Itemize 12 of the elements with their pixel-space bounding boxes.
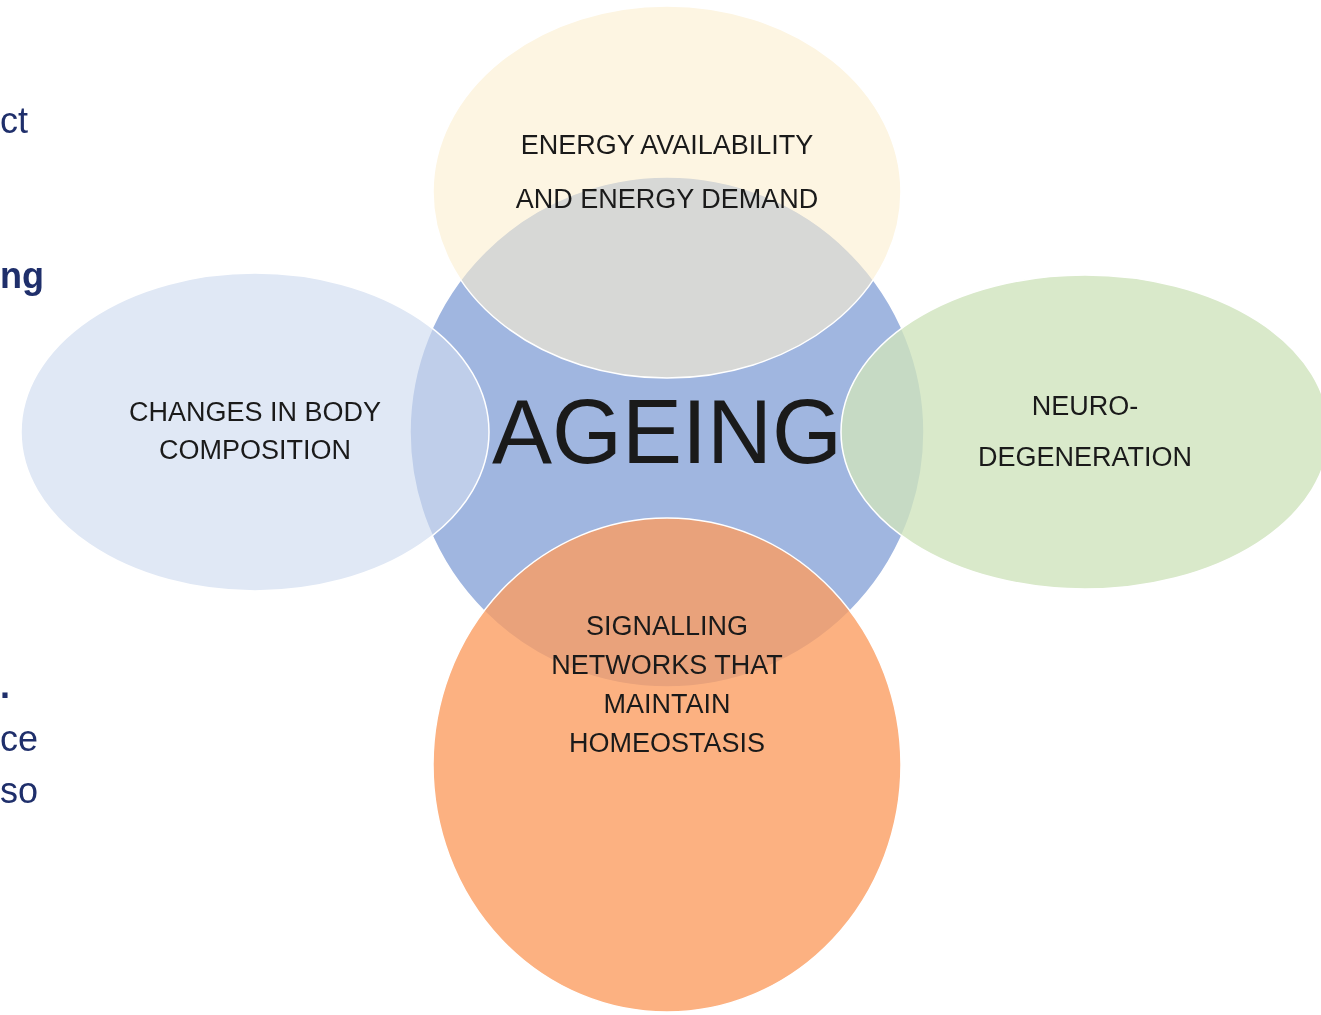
- node-label: CHANGES IN BODY COMPOSITION: [127, 396, 382, 467]
- text-fragment: ct: [0, 100, 28, 142]
- ellipse-node: [432, 517, 902, 1013]
- text-fragment: ce: [0, 718, 39, 760]
- node-label: ENERGY AVAILABILITY AND ENERGY DEMAND: [514, 129, 820, 216]
- text-fragment: ng: [0, 255, 44, 297]
- node-label: NEURO- DEGENERATION: [977, 389, 1193, 474]
- text-fragment: so: [0, 770, 39, 812]
- center-title: AGEING: [490, 382, 844, 482]
- text-fragment: .: [0, 665, 10, 707]
- ellipse-node: [432, 5, 902, 379]
- node-label: SIGNALLING NETWORKS THAT MAINTAIN HOMEOSTASIS: [550, 609, 784, 761]
